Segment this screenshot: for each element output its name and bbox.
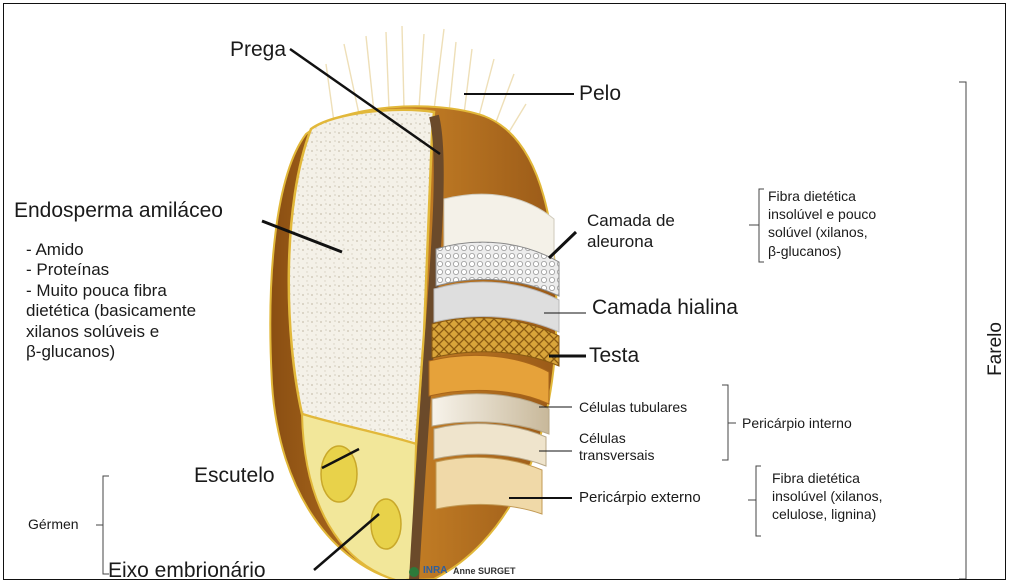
endosperm-region [289,110,434,444]
label-germen: Gérmen [28,516,79,532]
label-transversais-line: transversais [579,447,654,464]
label-aleurona: Camada de aleurona [587,210,675,253]
label-hialina: Camada hialina [592,296,738,320]
endosperma-list: - Amido - Proteínas - Muito pouca fibra … [26,240,196,362]
note-line: insolúvel (xilanos, [772,487,883,505]
label-testa: Testa [589,344,639,368]
label-endosperma: Endosperma amiláceo [14,199,223,223]
note-line: solúvel (xilanos, [768,223,876,241]
embryo-axis-shape [371,499,401,549]
label-transversais: Células transversais [579,430,654,464]
note-line: Fibra dietética [772,469,883,487]
logo-author-text: Anne SURGET [453,566,516,576]
label-aleurona-line: aleurona [587,231,675,252]
inra-logo-mark [409,567,419,577]
label-farelo: Farelo [985,322,1006,376]
label-aleurona-line: Camada de [587,210,675,231]
label-pericarpio-interno: Pericárpio interno [742,415,852,431]
note-line: β-glucanos) [768,242,876,260]
endosperma-list-item: dietética (basicamente [26,301,196,321]
label-pericarpio-externo: Pericárpio externo [579,489,701,506]
endosperma-list-item: β-glucanos) [26,342,196,362]
label-pelo: Pelo [579,82,621,106]
label-prega: Prega [230,38,286,62]
note-fibra-aleurona: Fibra dietética insolúvel e pouco solúve… [768,187,876,260]
label-transversais-line: Células [579,430,654,447]
scutellum-shape [321,446,357,502]
note-fibra-externo: Fibra dietética insolúvel (xilanos, celu… [772,469,883,524]
endosperma-list-item: - Proteínas [26,260,196,280]
note-line: Fibra dietética [768,187,876,205]
endosperma-list-item: xilanos solúveis e [26,322,196,342]
label-tubulares: Células tubulares [579,399,687,415]
endosperma-list-item: - Amido [26,240,196,260]
note-line: celulose, lignina) [772,505,883,523]
label-eixo: Eixo embrionário [108,559,266,580]
diagram-frame: Prega Pelo Endosperma amiláceo - Amido -… [3,3,1006,580]
note-line: insolúvel e pouco [768,205,876,223]
logo-inra-text: INRA [423,565,447,576]
label-escutelo: Escutelo [194,464,275,488]
germ-region [302,414,416,580]
endosperma-list-item: - Muito pouca fibra [26,281,196,301]
